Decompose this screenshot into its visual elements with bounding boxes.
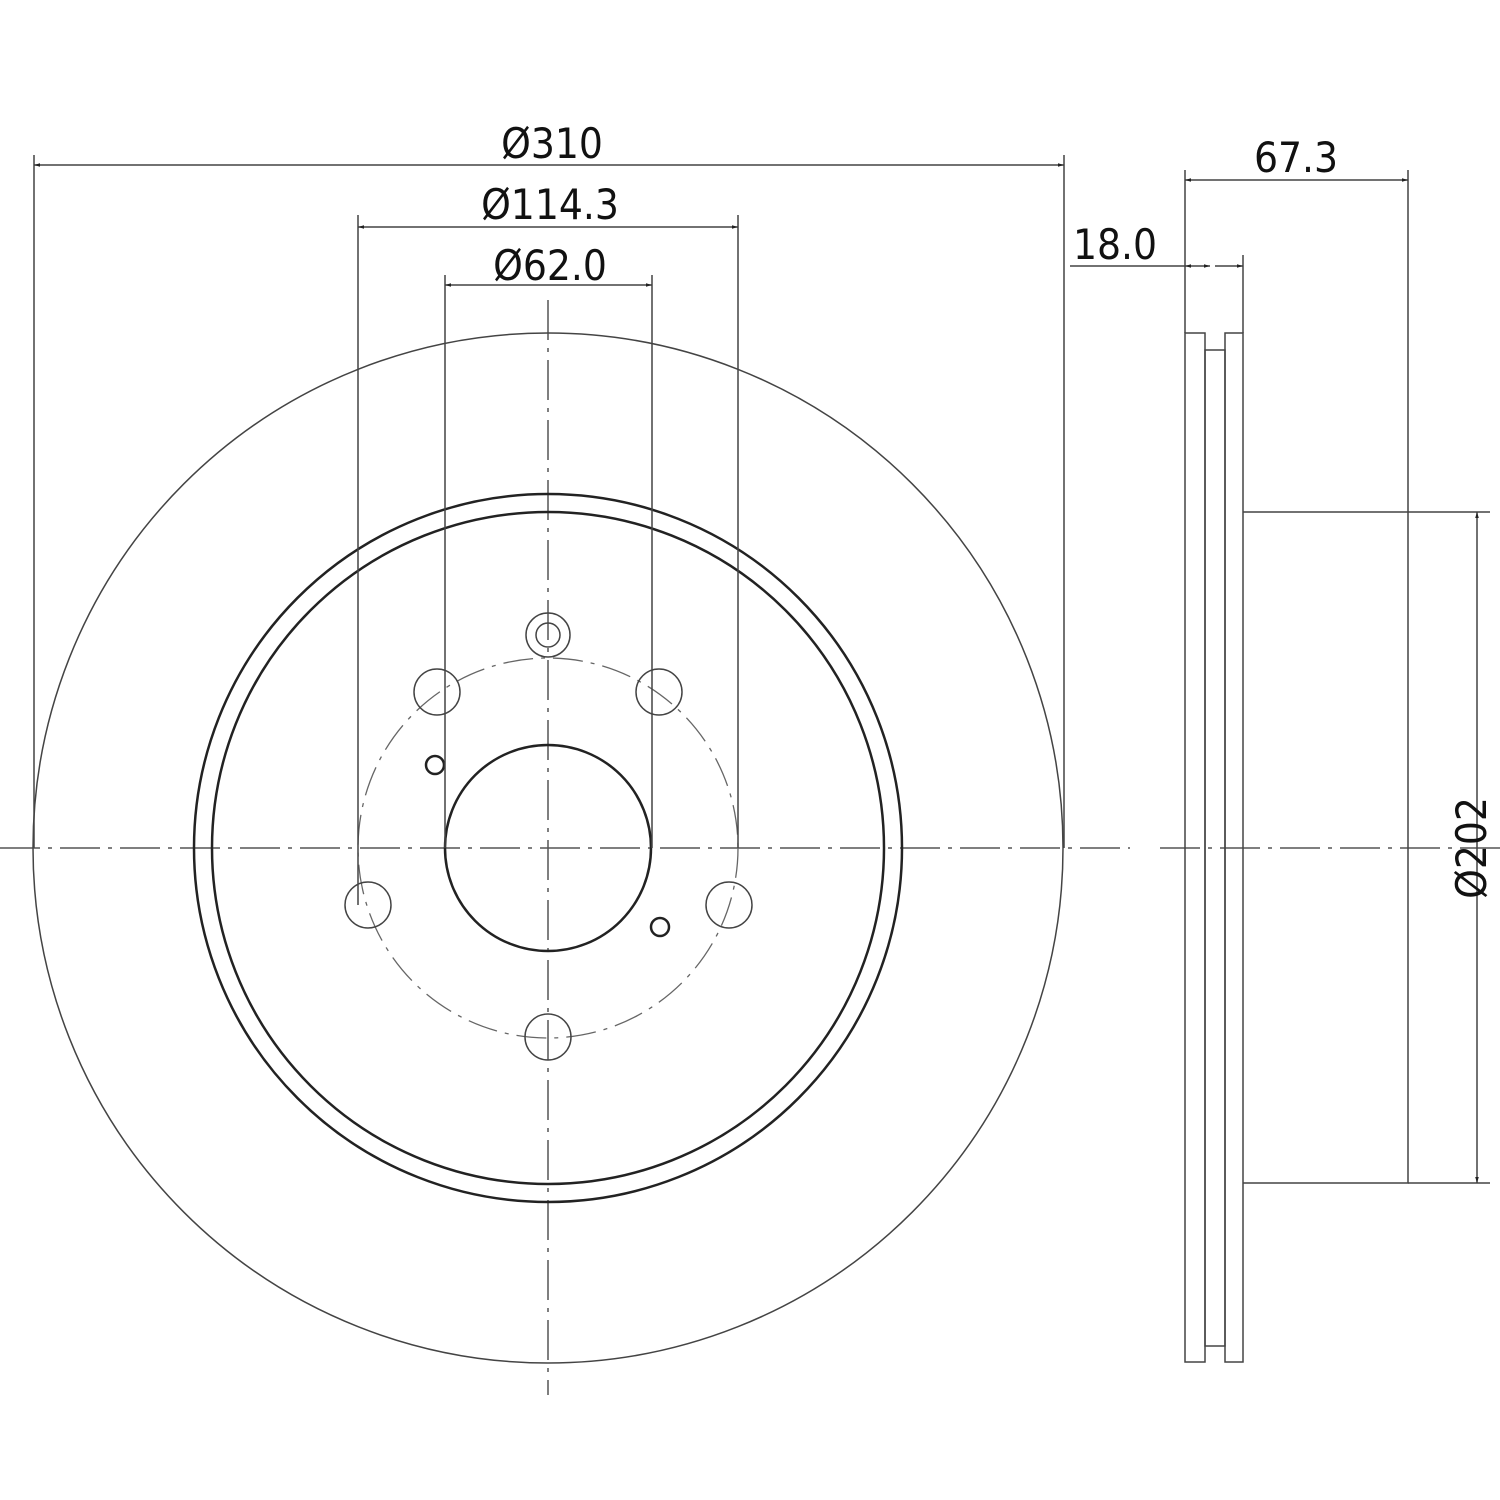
bolt-hole-top-inner <box>535 622 561 648</box>
screw-hole <box>649 916 671 938</box>
bolt-hole <box>524 1013 572 1061</box>
side-view: 67.3 18.0 Ø202 <box>1070 133 1500 1363</box>
outer-rim <box>32 332 1064 1364</box>
vent-channel <box>1204 349 1226 1347</box>
label-height: 67.3 <box>1254 133 1338 182</box>
bolt-hole <box>635 668 683 716</box>
label-outer-diameter: Ø310 <box>501 119 603 168</box>
front-view: Ø310 Ø114.3 Ø62.0 <box>0 119 1130 1395</box>
label-hat-diameter: Ø202 <box>1447 797 1496 899</box>
bolt-hole <box>413 668 461 716</box>
bolt-hole <box>705 881 753 929</box>
label-thickness: 18.0 <box>1073 220 1157 269</box>
bolt-hole <box>344 881 392 929</box>
label-bolt-circle: Ø114.3 <box>481 180 619 229</box>
hat-section <box>1243 511 1409 1184</box>
label-center-bore: Ø62.0 <box>493 241 607 290</box>
screw-hole <box>424 754 446 776</box>
hat-inner-edge <box>210 510 886 1186</box>
bolt-hole-top-outer <box>525 612 571 658</box>
bolt-holes <box>344 612 753 1061</box>
hat-outer-edge <box>192 492 904 1204</box>
